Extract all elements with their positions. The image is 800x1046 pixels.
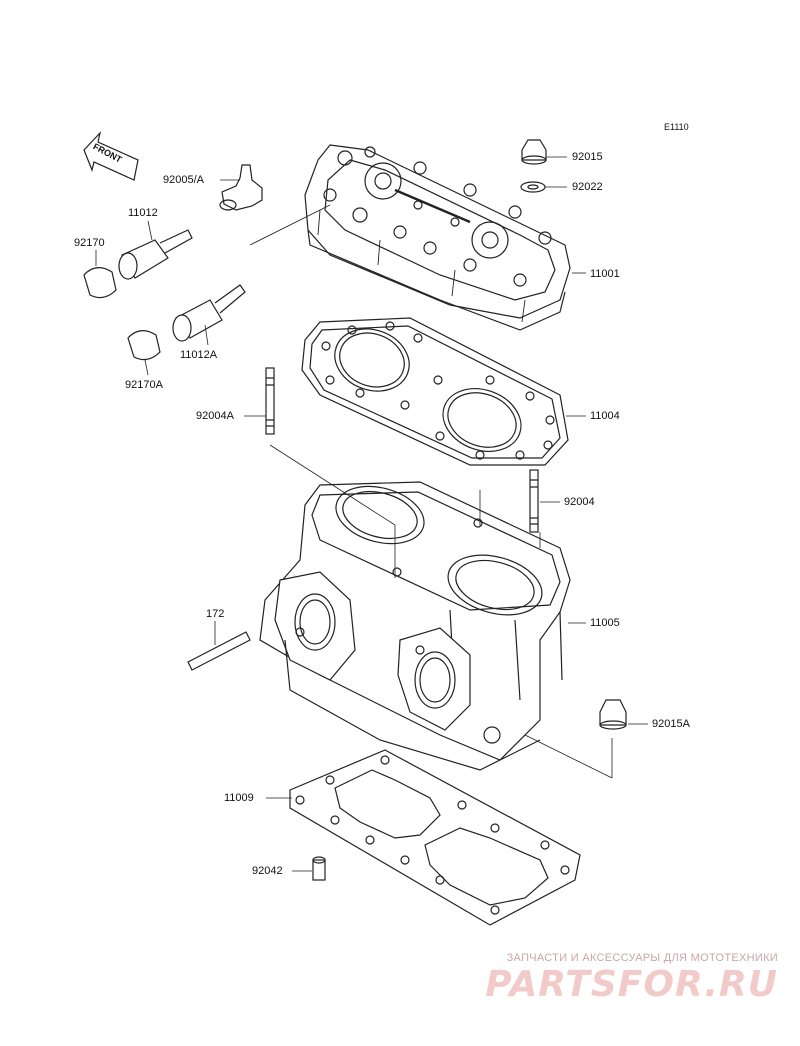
stud-172 [187,631,251,671]
part-label-92022: 92022 [572,181,603,193]
clamp-92170 [83,267,117,299]
part-label-92170A: 92170A [125,379,163,391]
part-label-92004: 92004 [564,496,595,508]
dowel-pin-92042 [312,856,326,881]
clamp-92170A [127,330,161,361]
cylinder-block-11005 [259,481,571,771]
diagram-code: E1110 [664,122,689,132]
watermark-tagline: ЗАПЧАСТИ И АКСЕССУАРЫ ДЛЯ МОТОТЕХНИКИ [506,952,778,964]
base-gasket-11009 [289,749,581,926]
part-label-11012A: 11012A [180,349,218,361]
part-label-92170: 92170 [74,237,105,249]
sensor-11012A [172,284,246,342]
front-arrow-icon [83,130,139,181]
washer-92022 [520,181,546,193]
part-label-92004A: 92004A [196,410,234,422]
part-label-92005: 92005/A [163,174,204,186]
part-label-11001: 11001 [590,268,620,280]
cap-nut-92015 [521,139,547,165]
cap-nut-92015A [599,699,627,730]
cylinder-head-11001 [304,144,571,331]
part-label-92042: 92042 [252,865,283,877]
head-gasket-11004 [301,317,569,466]
part-label-11004: 11004 [590,410,620,422]
part-label-172: 172 [206,608,225,620]
leader-lines [95,156,648,872]
part-label-92015: 92015 [572,151,603,163]
fitting-92005 [219,164,263,211]
stud-92004 [529,469,539,533]
part-label-11009: 11009 [224,792,254,804]
sensor-11012 [118,229,193,280]
stud-92004A [265,367,275,435]
watermark-brand-logo: PARTSFOR.RU [485,964,778,1005]
part-label-11012: 11012 [128,207,158,219]
part-label-92015A: 92015A [652,718,690,730]
part-label-11005: 11005 [590,617,620,629]
